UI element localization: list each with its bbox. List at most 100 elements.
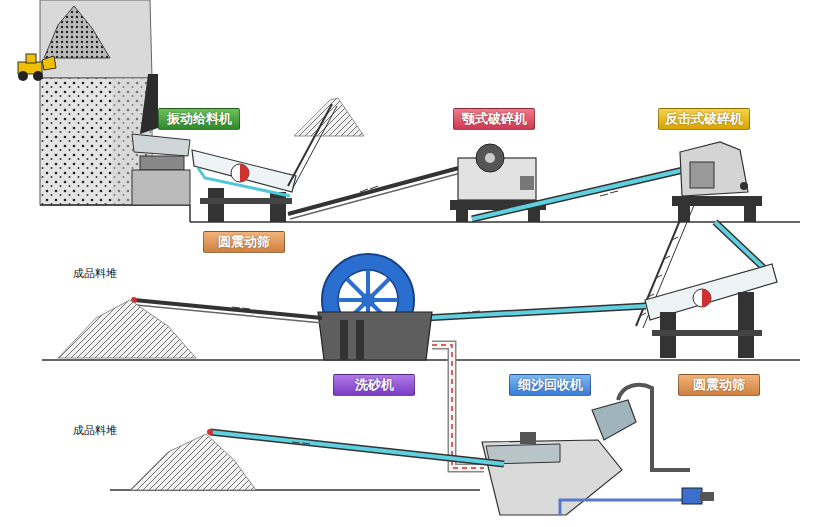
machine-name: 振动给料机 xyxy=(167,111,232,127)
fine-sand-recycler-part xyxy=(700,492,714,501)
top-stockpile-part xyxy=(293,106,337,188)
quarry xyxy=(40,0,190,205)
fine-sand-recycler-part xyxy=(592,400,636,440)
cyan-conveyor-1-part xyxy=(472,168,692,219)
top-screen-part xyxy=(208,188,224,222)
top-screen-part xyxy=(231,164,249,182)
bottom-stockpile-part xyxy=(130,434,256,490)
top-stockpile-part xyxy=(288,104,332,186)
right-screen-part xyxy=(702,289,711,307)
sand-washer-part xyxy=(340,320,348,360)
stockpile-label: 成品料堆 xyxy=(72,423,118,438)
vibrating-feeder-part xyxy=(140,156,184,170)
sand-washer xyxy=(318,254,432,360)
fine-sand-recycler-part xyxy=(618,385,690,470)
cyan-conveyor-2 xyxy=(715,222,768,272)
bottom-stockpile xyxy=(130,434,256,490)
machine-label: 振动给料机 xyxy=(158,108,240,130)
quarry-part xyxy=(140,74,158,134)
slurry-pipe-part xyxy=(432,345,484,468)
right-screen xyxy=(645,264,777,358)
machine-label: 圆震动筛 xyxy=(678,374,760,396)
impact-crusher-part xyxy=(690,162,714,188)
quarry-part xyxy=(44,6,110,58)
slurry-pipe-part xyxy=(432,345,484,468)
cyan-conveyor-2-part xyxy=(715,222,768,272)
fine-sand-recycler-part xyxy=(482,440,622,515)
cyan-conveyor-3-part xyxy=(424,306,646,318)
machine-name: 圆震动筛 xyxy=(693,377,745,393)
machine-label: 细沙回收机 xyxy=(509,374,591,396)
slurry-pipe-part xyxy=(432,345,484,468)
fine-sand-recycler-part xyxy=(682,488,702,504)
feeder-conveyor-part xyxy=(360,186,378,192)
fine-sand-recycler-part xyxy=(560,500,690,515)
sand-washer-part xyxy=(356,320,364,360)
top-screen-part xyxy=(198,168,290,196)
top-screen xyxy=(192,150,296,222)
washer-conveyor-part xyxy=(232,307,250,309)
impact-crusher-part xyxy=(740,182,748,190)
fine-sand-recycler xyxy=(482,385,714,515)
top-screen-part xyxy=(240,164,249,182)
wheel-loader xyxy=(18,54,56,81)
impact-crusher-part xyxy=(744,206,756,222)
feeder-conveyor xyxy=(288,166,468,219)
wheel-loader-part xyxy=(26,54,36,63)
wheel-loader-part xyxy=(42,56,56,70)
vibrating-feeder xyxy=(132,134,190,205)
cyan-conveyor-2-part xyxy=(715,222,768,272)
machine-label: 圆震动筛 xyxy=(203,231,285,253)
quarry-part xyxy=(40,0,152,78)
top-stockpile-part xyxy=(294,98,364,136)
middle-stockpile xyxy=(58,300,196,358)
machine-name: 洗砂机 xyxy=(355,377,394,393)
feeder-conveyor-part xyxy=(288,166,466,214)
washer-conveyor xyxy=(131,297,322,323)
impact-crusher xyxy=(672,142,762,222)
right-screen-part xyxy=(652,330,762,336)
machine-label: 洗砂机 xyxy=(333,374,415,396)
middle-stockpile-part xyxy=(58,300,196,358)
slurry-pipe xyxy=(432,345,484,468)
wheel-loader-part xyxy=(33,71,43,81)
top-screen-part xyxy=(200,198,292,204)
vibrating-feeder-part xyxy=(132,170,190,205)
cyan-conveyor-3-part xyxy=(462,311,480,313)
recycler-conveyor-part xyxy=(210,432,504,464)
feeder-conveyor-part xyxy=(290,171,468,219)
machine-name: 反击式破碎机 xyxy=(665,111,743,127)
recycler-conveyor-part xyxy=(207,429,213,435)
recycler-conveyor xyxy=(207,429,504,464)
jaw-crusher-part xyxy=(520,176,534,190)
machine-name: 颚式破碎机 xyxy=(462,111,527,127)
ground-lines xyxy=(42,205,800,490)
cyan-conveyor-1-part xyxy=(600,191,618,196)
machine-label: 颚式破碎机 xyxy=(453,108,535,130)
cyan-conveyor-1 xyxy=(472,168,692,219)
recycler-conveyor-part xyxy=(292,442,310,444)
cyan-conveyor-3-part xyxy=(424,306,646,318)
ground-lines-part xyxy=(189,205,191,222)
machine-label: 反击式破碎机 xyxy=(658,108,750,130)
jaw-crusher-part xyxy=(485,153,495,163)
right-screen-part xyxy=(645,264,777,320)
cyan-conveyor-3 xyxy=(424,306,646,318)
machine-name: 圆震动筛 xyxy=(218,234,270,250)
sand-washer-part xyxy=(318,312,432,360)
fine-sand-recycler-part xyxy=(520,432,536,444)
jaw-crusher-part xyxy=(528,210,540,222)
washer-conveyor-part xyxy=(134,300,322,318)
jaw-crusher-part xyxy=(476,144,504,172)
jaw-crusher-part xyxy=(456,210,468,222)
right-screen-part xyxy=(693,289,711,307)
stockpile-label: 成品料堆 xyxy=(72,266,118,281)
vibrating-feeder-part xyxy=(132,134,190,156)
washer-conveyor-part xyxy=(136,305,322,323)
top-screen-part xyxy=(270,192,286,222)
cyan-conveyor-1-part xyxy=(472,168,692,219)
right-screen-part xyxy=(738,292,754,358)
machine-name: 细沙回收机 xyxy=(518,377,583,393)
